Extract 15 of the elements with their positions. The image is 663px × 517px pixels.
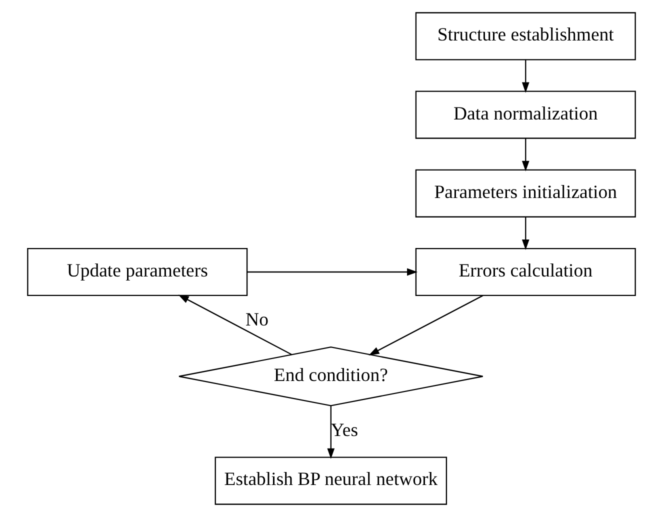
arrow [522, 217, 530, 250]
node-box: Update parameters [27, 248, 248, 296]
arrow [327, 406, 335, 459]
node-box: Errors calculation [415, 248, 636, 296]
node-box: Establish BP neural network [214, 456, 448, 505]
node-box: Parameters initialization [415, 169, 636, 218]
node-box: Data normalization [415, 90, 636, 139]
arrow [178, 294, 292, 356]
edge-label: No [246, 310, 268, 331]
edge-label: Yes [330, 420, 358, 441]
node-box: Structure establishment [415, 12, 636, 60]
arrow [522, 60, 530, 93]
arrow [247, 268, 418, 276]
arrow [368, 295, 484, 356]
arrow [522, 138, 530, 172]
